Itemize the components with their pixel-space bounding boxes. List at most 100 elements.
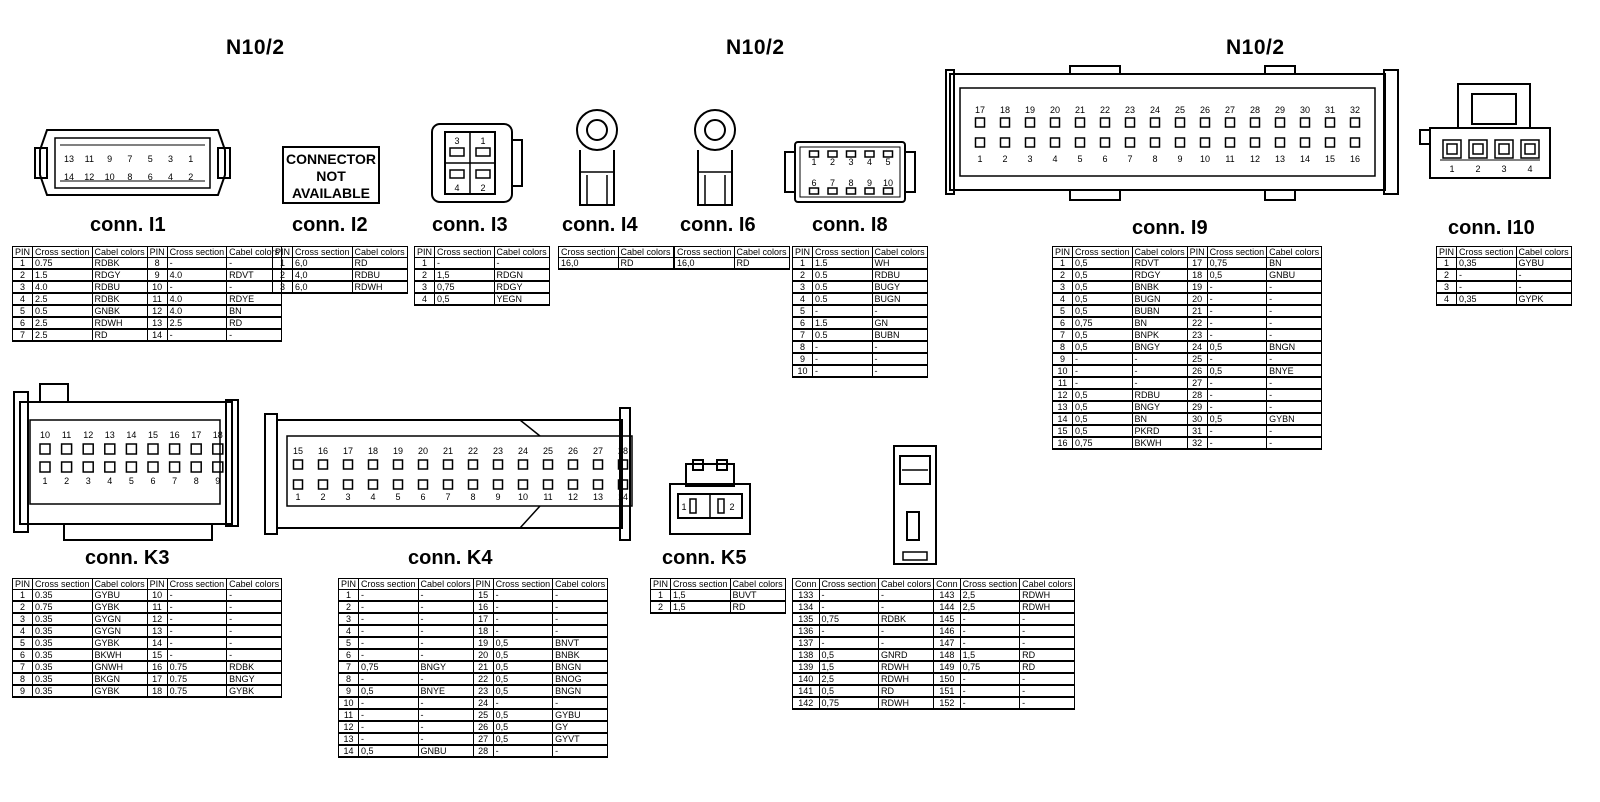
pin-number: 6 <box>420 492 425 502</box>
col-cross-section: Cross section <box>434 246 495 258</box>
table-cell: 7 <box>11 661 34 674</box>
table-cell: RDVT <box>1131 257 1188 270</box>
table-cell: 13 <box>146 317 168 330</box>
table-cell: 14 <box>1051 413 1074 426</box>
table-cell: 10 <box>1051 365 1074 378</box>
table-cell: 3 <box>1051 281 1074 294</box>
col-cabel-colors: Cabel colors <box>91 246 148 258</box>
table-cell: - <box>552 745 609 758</box>
pin-number: 7 <box>1127 154 1132 164</box>
table-cell: 17 <box>146 673 168 686</box>
pin-number: 25 <box>1175 105 1185 115</box>
pin-number: 6 <box>811 178 816 188</box>
table-cell: - <box>1019 637 1076 650</box>
table-cell: - <box>226 613 283 626</box>
pin-cavity <box>1199 117 1211 128</box>
table-cell: BNPK <box>1131 329 1188 342</box>
table-cell: 4.0 <box>166 269 228 282</box>
pin-number: 11 <box>1225 154 1234 164</box>
pin-cavity <box>190 443 202 455</box>
table-cell: - <box>1266 437 1323 450</box>
table-cell: - <box>1072 365 1133 378</box>
pin-cavity <box>617 459 629 470</box>
table-cell: - <box>1019 685 1076 698</box>
table-cell: 21 <box>472 661 494 674</box>
table-cell: 12 <box>146 613 168 626</box>
pin-number: 21 <box>1075 105 1085 115</box>
pin-number: 9 <box>107 154 112 164</box>
table-cell: 26 <box>472 721 494 734</box>
pin-cavity <box>1324 117 1336 128</box>
pin-cavity <box>417 459 429 470</box>
table-cell: 0,75 <box>818 613 880 626</box>
table-cell: 0.35 <box>32 685 93 698</box>
table-cell: RDBU <box>1131 389 1188 402</box>
table-cell: - <box>959 685 1021 698</box>
table-cell: 19 <box>472 637 494 650</box>
table-cell: 5 <box>1051 305 1074 318</box>
conn-i1-drawing <box>34 129 231 196</box>
pin-number: 24 <box>1150 105 1160 115</box>
table-cell: 137 <box>792 637 820 650</box>
pin-number: 23 <box>1125 105 1135 115</box>
table-cell: GNWH <box>91 661 148 674</box>
pin-number: 1 <box>42 476 47 486</box>
table-cell: - <box>417 601 474 614</box>
table-cell: GYGN <box>91 625 148 638</box>
pin-number: 17 <box>191 430 201 440</box>
table-cell: 140 <box>792 673 820 686</box>
table-cell: 4 <box>11 625 34 638</box>
pin-number: 3 <box>86 476 91 486</box>
table-cell: - <box>1266 389 1323 402</box>
pin-cavity <box>1224 117 1236 128</box>
table-cell: 0.35 <box>32 589 93 602</box>
table-cell: - <box>358 709 419 722</box>
table-cell: - <box>358 649 419 662</box>
table-cell: 24 <box>472 697 494 710</box>
table-cell: 23 <box>472 685 494 698</box>
table-cell: RD <box>617 257 674 270</box>
table-cell: - <box>434 257 495 270</box>
pin-number: 8 <box>1152 154 1157 164</box>
table-cell: - <box>1131 353 1188 366</box>
table-cell: - <box>1206 425 1268 438</box>
table-cell: 18 <box>472 625 494 638</box>
table-cell: 2,5 <box>959 601 1021 614</box>
pin-cavity <box>1520 139 1540 159</box>
table-cell: GYBK <box>226 685 283 698</box>
table-cell: RDWH <box>1019 589 1076 602</box>
table-row: 5-- <box>791 305 928 318</box>
table-cell: - <box>1206 437 1268 450</box>
pin-cavity <box>1124 137 1136 148</box>
pin-cavity <box>39 443 51 455</box>
table-cell: 7 <box>11 329 34 342</box>
pin-number: 28 <box>618 446 628 456</box>
conn-i9-drawing <box>945 65 1399 201</box>
table-cell: BKWH <box>91 649 148 662</box>
pin-cavity <box>1472 143 1484 155</box>
pin-cavity <box>492 459 504 470</box>
pin-cavity <box>1349 117 1361 128</box>
pin-cavity <box>592 459 604 470</box>
table-cell: 1 <box>1051 257 1074 270</box>
table-cell: RD <box>733 257 790 270</box>
table-cell: 145 <box>933 613 961 626</box>
pin-number: 27 <box>1225 105 1235 115</box>
pin-number: 2 <box>320 492 325 502</box>
table-cell: 143 <box>933 589 961 602</box>
col-cross-section: Cross section <box>1206 246 1268 258</box>
table-cell: 2 <box>11 601 34 614</box>
pin-cavity <box>1498 143 1510 155</box>
table-cell: 0,75 <box>434 281 495 294</box>
